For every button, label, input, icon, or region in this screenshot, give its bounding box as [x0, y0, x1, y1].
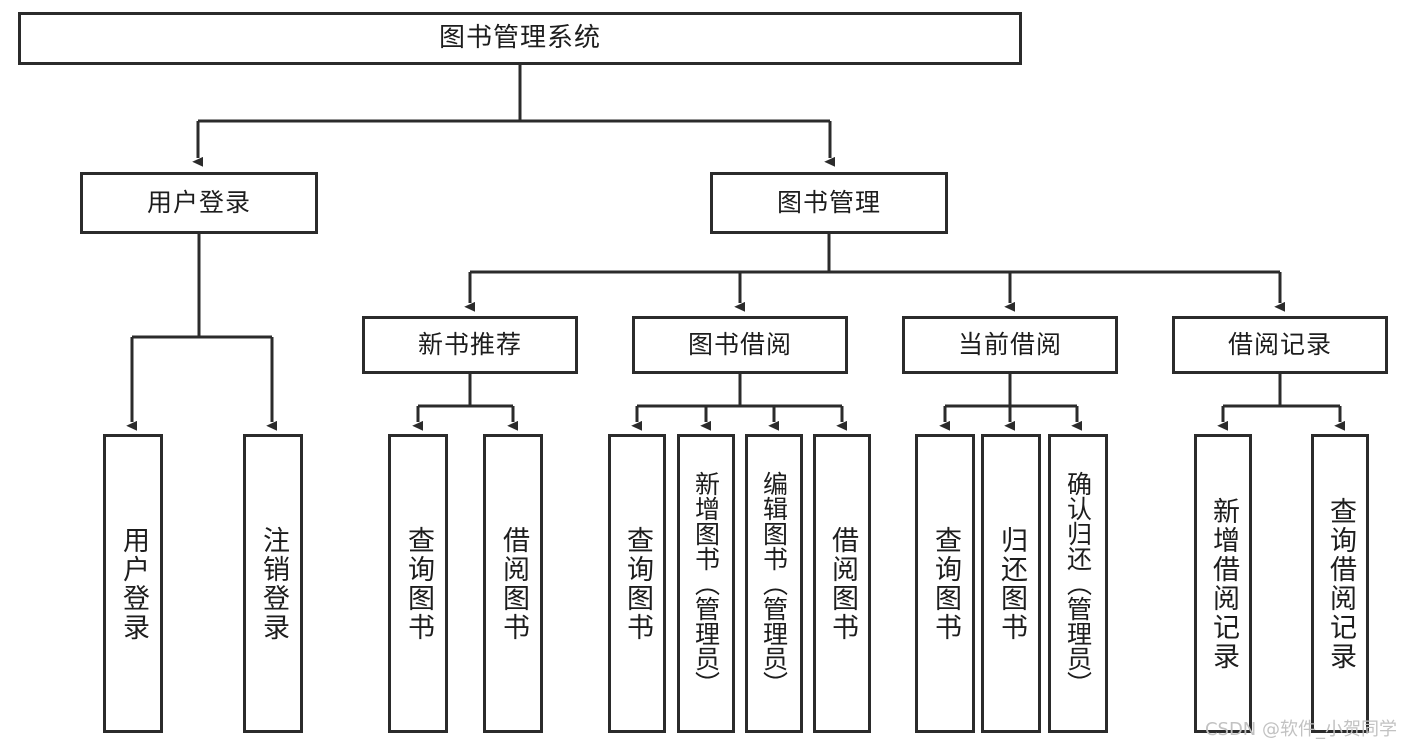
- node-leaf-confirm-return-admin[interactable]: 确认归还（管理员）: [1048, 434, 1108, 733]
- node-borrow-record-label: 借阅记录: [1227, 330, 1332, 360]
- node-leaf-borrow-book[interactable]: 借阅图书: [813, 434, 871, 733]
- node-leaf-user-login[interactable]: 用户登录: [103, 434, 163, 733]
- node-leaf-borrow-book-label: 借阅图书: [827, 525, 859, 642]
- node-leaf-return-book-label: 归还图书: [996, 525, 1028, 642]
- node-user-login-label: 用户登录: [146, 188, 251, 218]
- node-leaf-query-book-current[interactable]: 查询图书: [915, 434, 975, 733]
- csdn-watermark: CSDN @软件_小贺同学: [1204, 719, 1397, 740]
- node-borrow-record[interactable]: 借阅记录: [1172, 316, 1388, 374]
- node-book-borrow-label: 图书借阅: [687, 330, 792, 360]
- node-root-book-management-system[interactable]: 图书管理系统: [18, 12, 1022, 65]
- node-current-borrow-label: 当前借阅: [957, 330, 1062, 360]
- node-root-label: 图书管理系统: [438, 23, 601, 54]
- node-leaf-confirm-return-admin-label: 确认归还（管理员）: [1063, 471, 1093, 696]
- node-new-book-recommend[interactable]: 新书推荐: [362, 316, 578, 374]
- node-new-book-recommend-label: 新书推荐: [417, 330, 522, 360]
- node-book-management-label: 图书管理: [776, 188, 881, 218]
- node-leaf-logout[interactable]: 注销登录: [243, 434, 303, 733]
- node-leaf-add-borrow-record[interactable]: 新增借阅记录: [1194, 434, 1252, 733]
- node-leaf-query-book-current-label: 查询图书: [930, 525, 962, 642]
- node-leaf-query-book-borrow[interactable]: 查询图书: [608, 434, 666, 733]
- node-leaf-borrow-book-recommend-label: 借阅图书: [498, 525, 530, 642]
- node-leaf-query-borrow-record[interactable]: 查询借阅记录: [1311, 434, 1369, 733]
- node-leaf-borrow-book-recommend[interactable]: 借阅图书: [483, 434, 543, 733]
- node-current-borrow[interactable]: 当前借阅: [902, 316, 1118, 374]
- node-leaf-return-book[interactable]: 归还图书: [981, 434, 1041, 733]
- node-leaf-add-book-admin[interactable]: 新增图书（管理员）: [677, 434, 735, 733]
- node-leaf-add-borrow-record-label: 新增借阅记录: [1208, 496, 1240, 671]
- node-leaf-add-book-admin-label: 新增图书（管理员）: [691, 471, 721, 696]
- node-book-borrow[interactable]: 图书借阅: [632, 316, 848, 374]
- node-book-management[interactable]: 图书管理: [710, 172, 948, 234]
- node-leaf-query-book-borrow-label: 查询图书: [622, 525, 654, 642]
- node-leaf-query-book-recommend-label: 查询图书: [403, 525, 435, 642]
- node-leaf-user-login-label: 用户登录: [118, 525, 150, 642]
- node-user-login[interactable]: 用户登录: [80, 172, 318, 234]
- node-leaf-query-book-recommend[interactable]: 查询图书: [388, 434, 448, 733]
- node-leaf-logout-label: 注销登录: [258, 525, 290, 642]
- node-leaf-edit-book-admin-label: 编辑图书（管理员）: [759, 471, 789, 696]
- node-leaf-edit-book-admin[interactable]: 编辑图书（管理员）: [745, 434, 803, 733]
- node-leaf-query-borrow-record-label: 查询借阅记录: [1325, 496, 1357, 671]
